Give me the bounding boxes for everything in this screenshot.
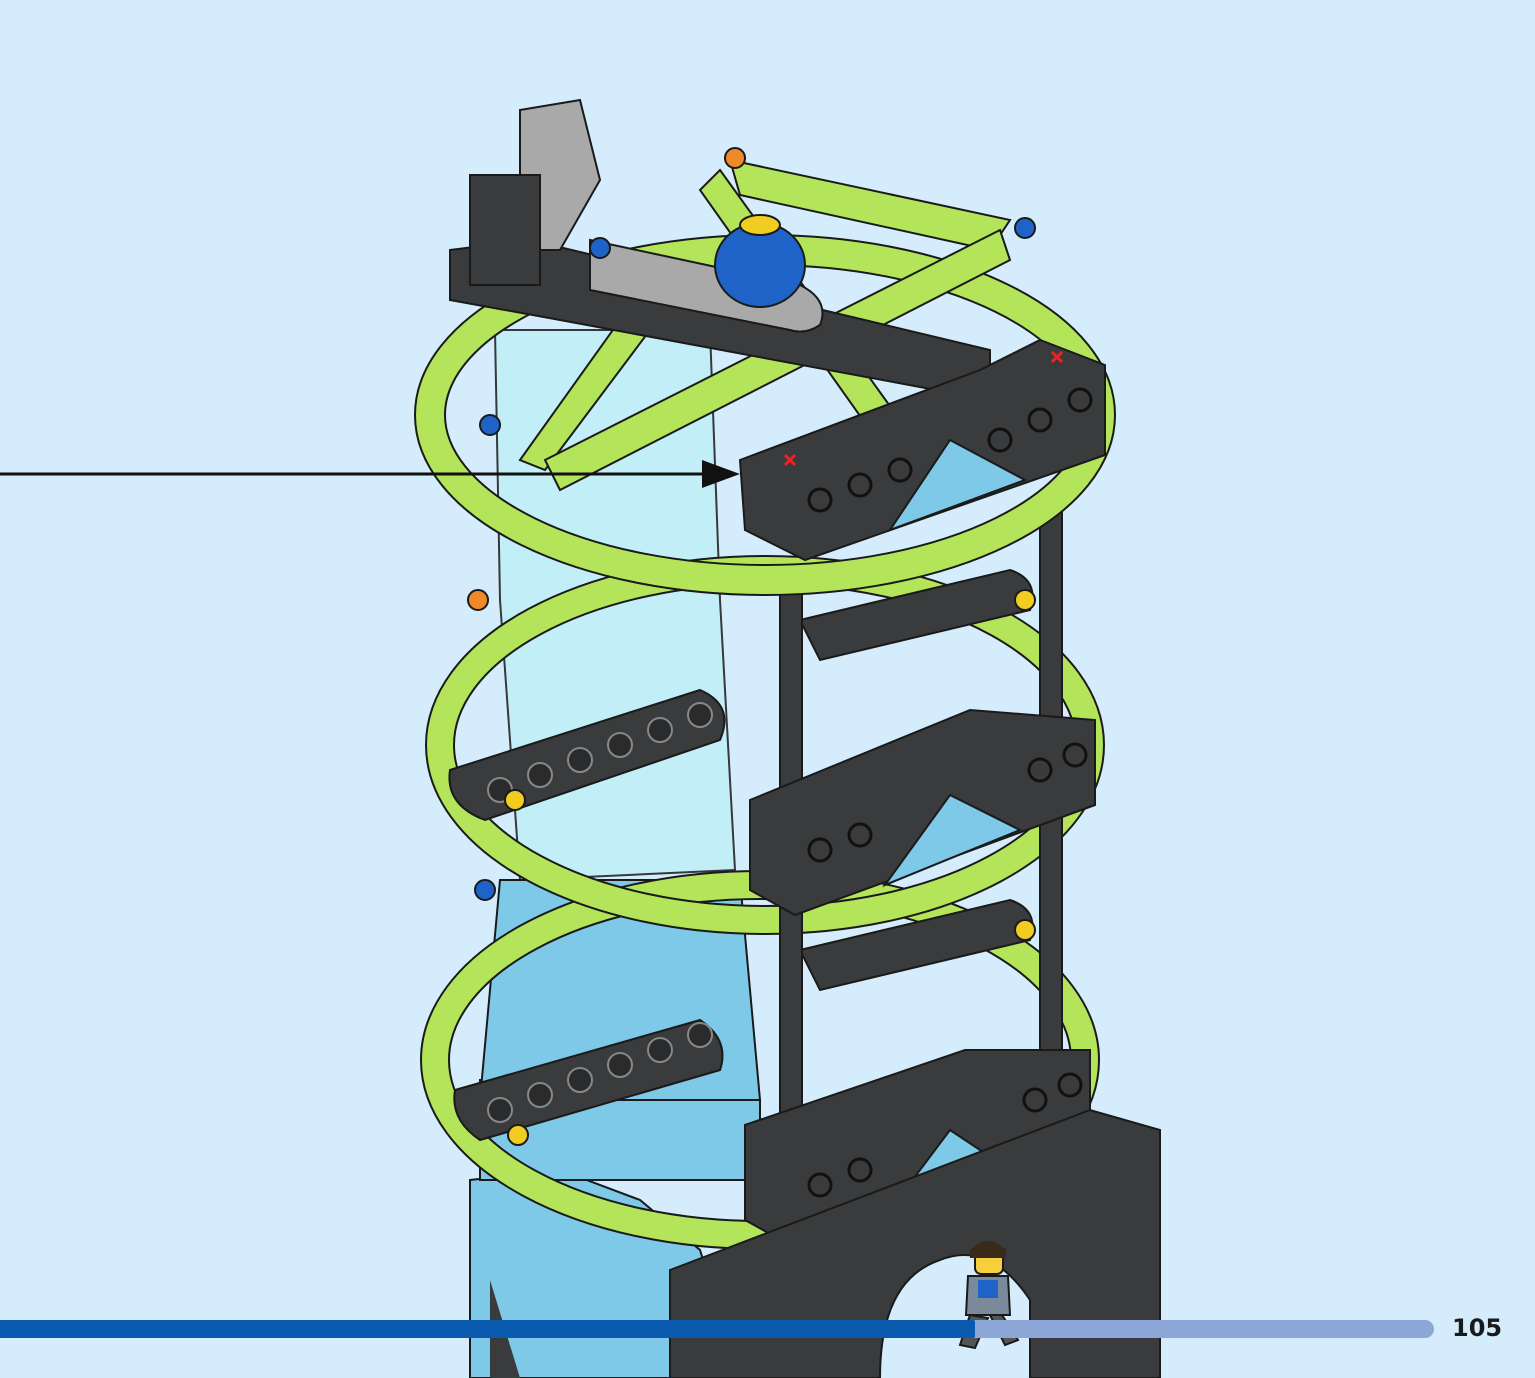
dark-arch: [669, 1108, 1161, 1378]
beam-holes: [487, 702, 713, 1123]
progress-bar-fill: [0, 1320, 976, 1338]
page-number: 105: [1452, 1314, 1503, 1342]
connector-pins: [467, 147, 1036, 1146]
progress-bar: [0, 1320, 1434, 1338]
gray-liftarm: [469, 98, 824, 333]
technic-beam-back-middle: [798, 568, 1034, 992]
brick-studs: [807, 387, 1093, 1198]
blue-round-brick: [714, 214, 806, 308]
callout-arrow-icon: [0, 460, 740, 488]
brick-stack-middle: [749, 708, 1096, 917]
